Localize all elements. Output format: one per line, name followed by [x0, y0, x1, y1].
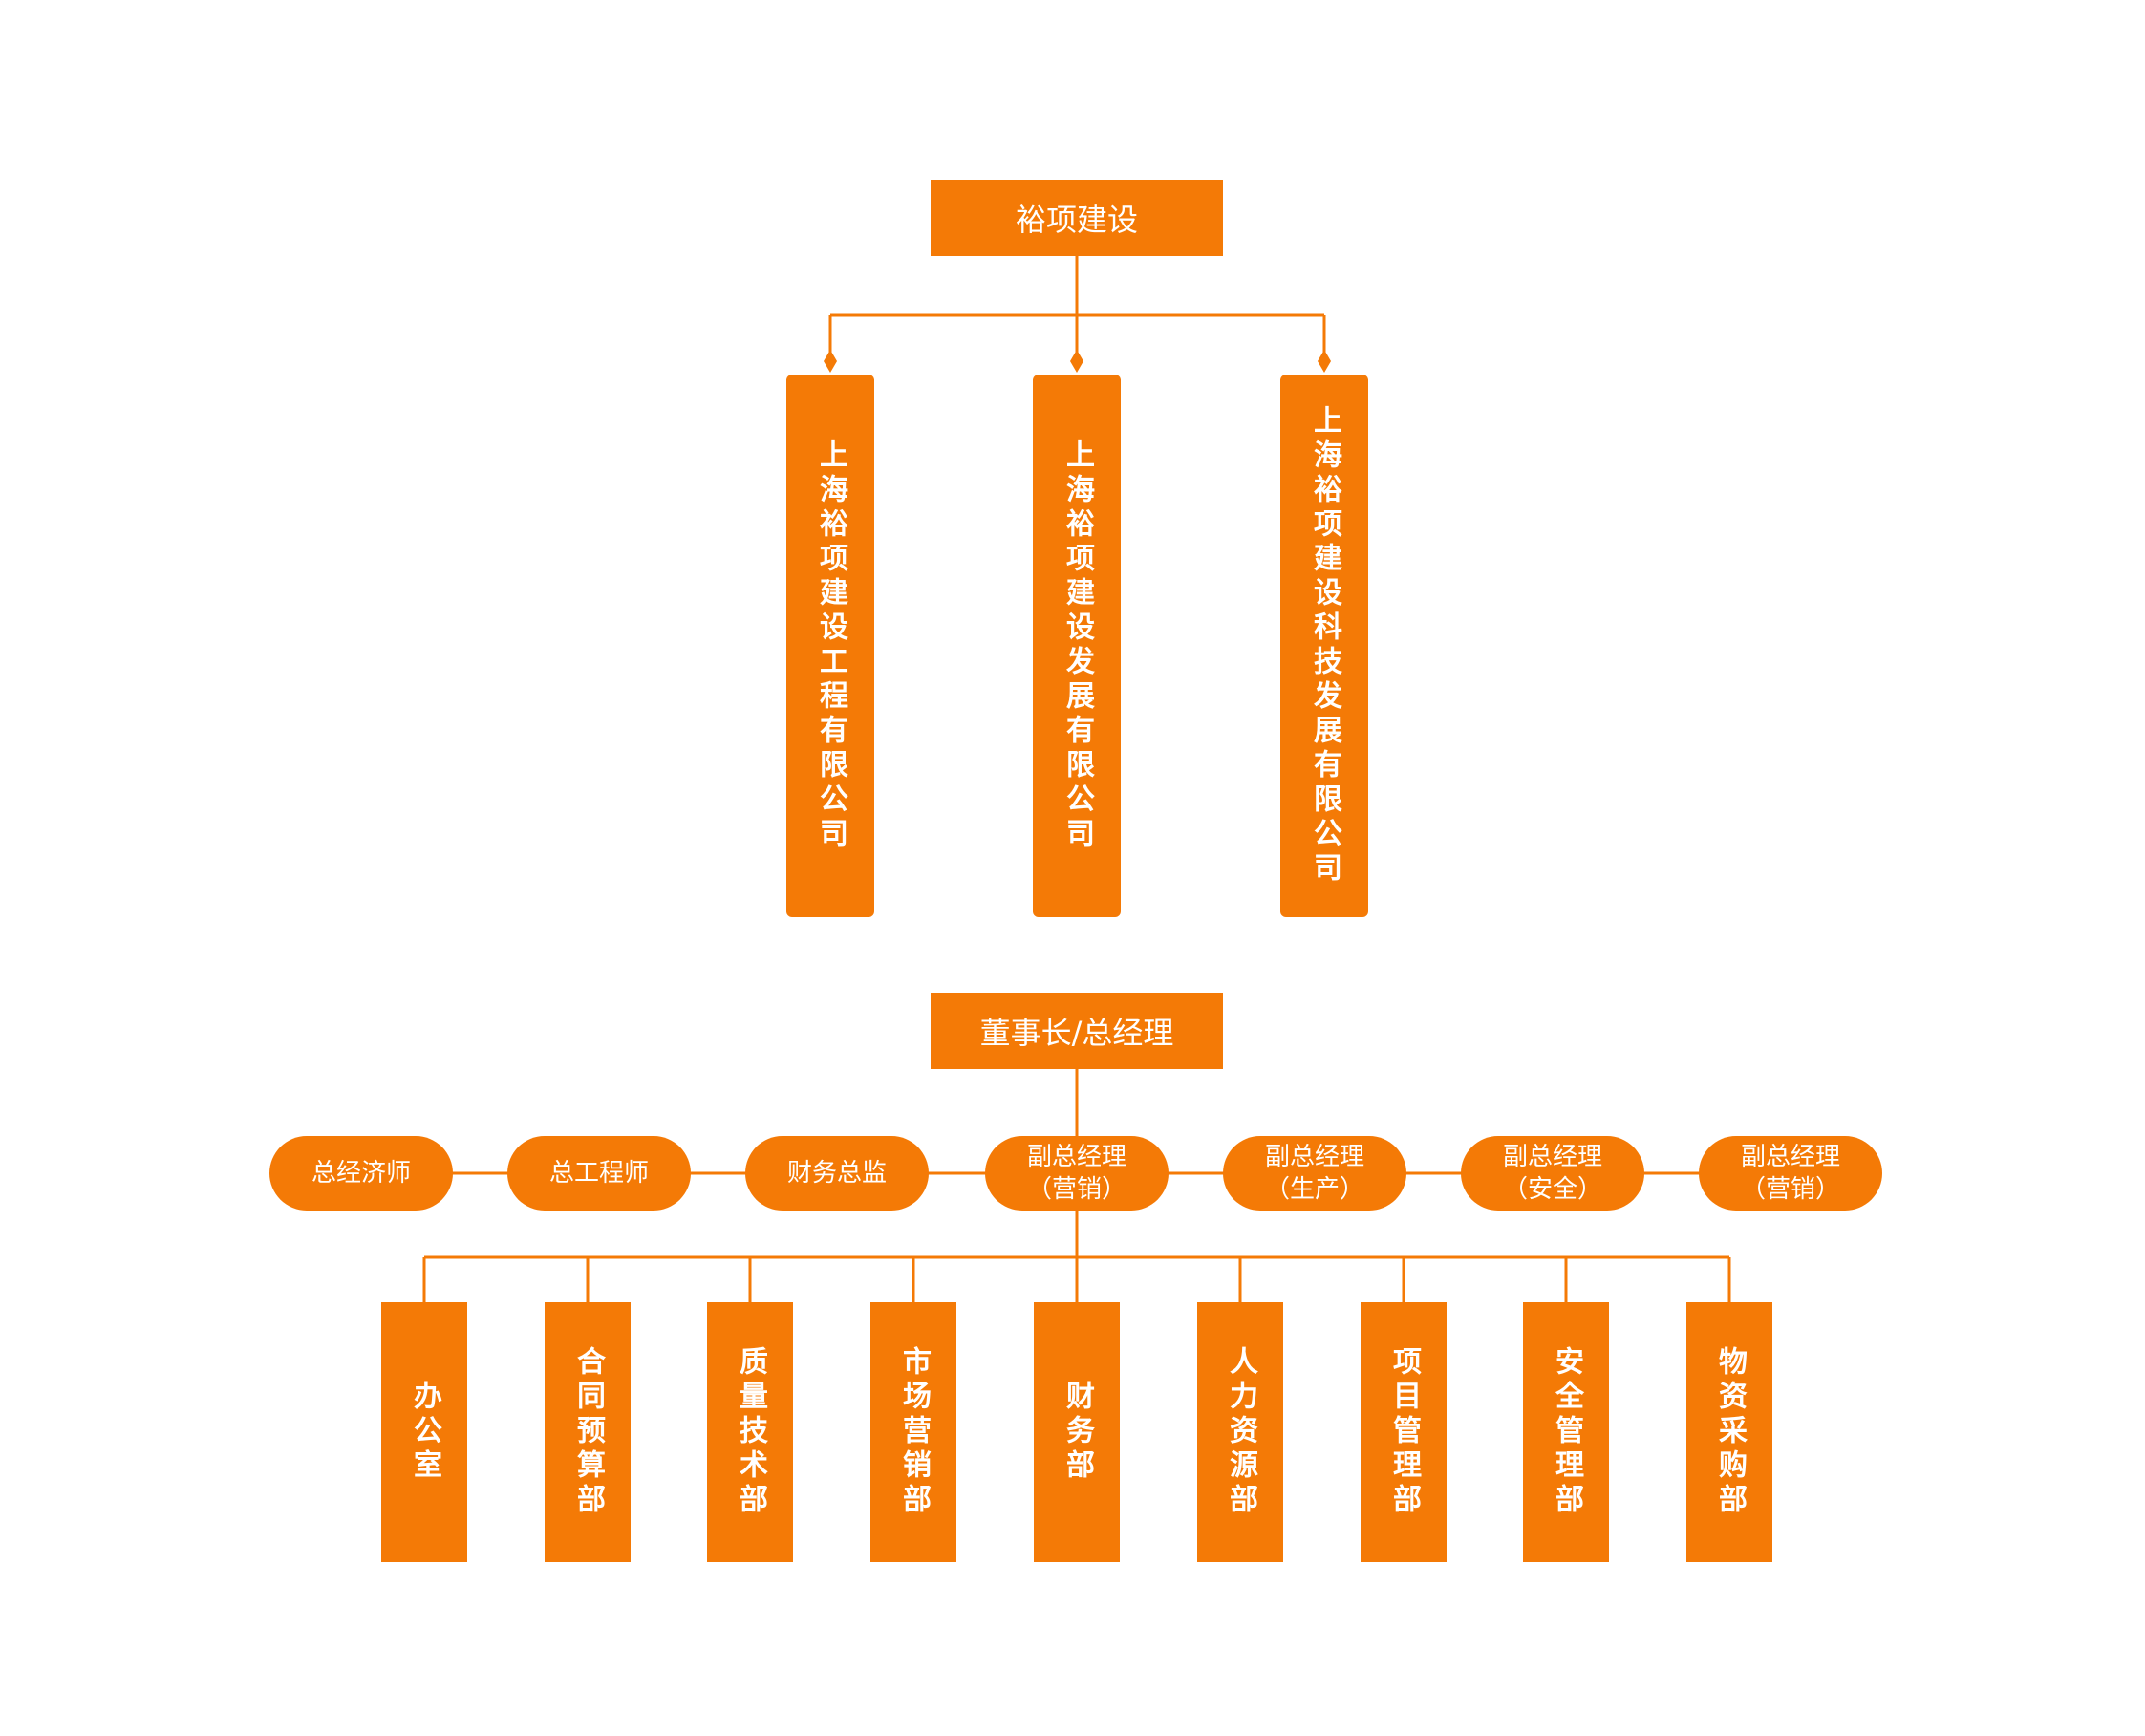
dept-marketing: 市场营销部 [870, 1302, 956, 1562]
chief-economist: 总经济师 [269, 1136, 453, 1211]
arrow-diamond [824, 350, 837, 373]
dept-quality-tech: 质量技术部 [707, 1302, 793, 1562]
deputy-gm-marketing: 副总经理 （营销） [985, 1136, 1169, 1211]
arrow-diamond [1318, 350, 1331, 373]
deputy-gm-production: 副总经理 （生产） [1223, 1136, 1406, 1211]
dept-contract-budget: 合同预算部 [545, 1302, 631, 1562]
subsidiary-engineering: 上海裕项建设工程有限公司 [786, 375, 874, 917]
subsidiary-development: 上海裕项建设发展有限公司 [1033, 375, 1121, 917]
dept-project-management: 项目管理部 [1361, 1302, 1447, 1562]
chairman-general-manager: 董事长/总经理 [931, 993, 1223, 1069]
chief-engineer: 总工程师 [507, 1136, 691, 1211]
dept-hr: 人力资源部 [1197, 1302, 1283, 1562]
deputy-gm-safety: 副总经理 （安全） [1461, 1136, 1644, 1211]
dept-finance: 财务部 [1034, 1302, 1120, 1562]
dept-procurement: 物资采购部 [1686, 1302, 1772, 1562]
subsidiary-technology: 上海裕项建设科技发展有限公司 [1280, 375, 1368, 917]
arrow-diamond [1070, 350, 1083, 373]
dept-safety-management: 安全管理部 [1523, 1302, 1609, 1562]
finance-director: 财务总监 [745, 1136, 929, 1211]
deputy-gm-marketing-2: 副总经理 （营销） [1699, 1136, 1882, 1211]
dept-office: 办公室 [381, 1302, 467, 1562]
root-company: 裕项建设 [931, 180, 1223, 256]
